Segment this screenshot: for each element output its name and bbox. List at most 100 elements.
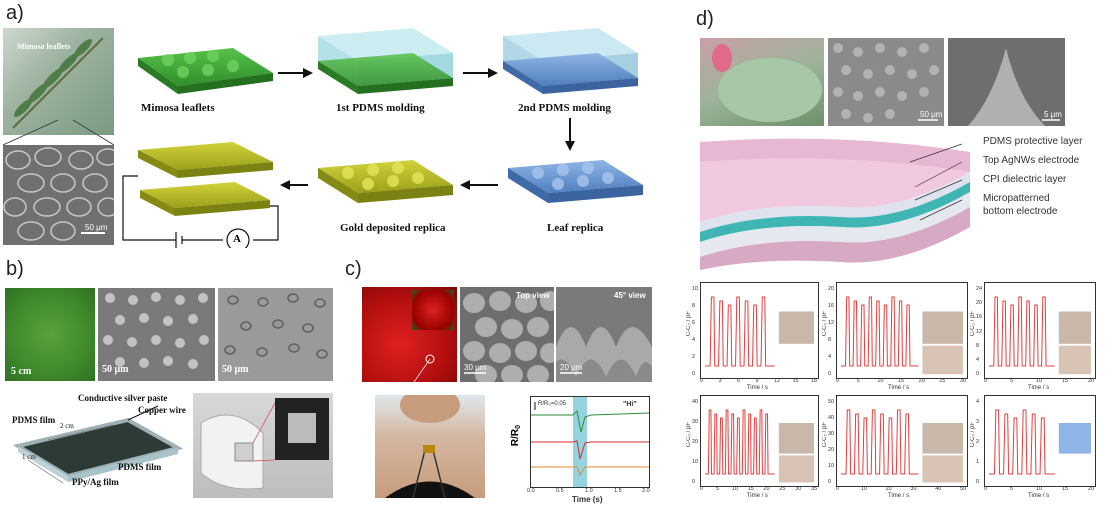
- cap-ytick: 12: [828, 320, 835, 326]
- rose-sem-top-view: Top view 30 μm: [460, 287, 554, 382]
- cap-xtick: 5: [715, 486, 719, 492]
- lotus-sem-image-1: 50 μm: [98, 288, 215, 381]
- capacitance-line-3: [989, 296, 1055, 367]
- voice-xlabel: Time (s): [572, 495, 603, 504]
- cap-xtick: 10: [1036, 486, 1043, 492]
- mimosa-leaf-graphic: [12, 37, 104, 129]
- cap-xtick: 0: [700, 486, 704, 492]
- capacitance-plot-1: [705, 296, 814, 367]
- rose-petal-photo: [362, 287, 457, 382]
- cap-xtick: 3: [718, 378, 722, 384]
- voice-xtick-2: 1.0: [585, 488, 593, 494]
- lotus-sem-scale-2: 50 μm: [222, 364, 249, 375]
- cap-xtick: 25: [779, 486, 786, 492]
- mimosa-zoom-lines: [3, 120, 114, 146]
- cap-xlabel-5: Time / s: [888, 493, 910, 499]
- lotus-sem-d-1: 50 μm: [828, 38, 944, 126]
- capacitance-plot-4: [705, 409, 814, 483]
- step-label-2nd-pdms: 2nd PDMS molding: [518, 102, 611, 114]
- cap-xtick: 15: [747, 486, 754, 492]
- cap-xtick: 40: [935, 486, 942, 492]
- cap-ytick: 0: [828, 479, 832, 485]
- voice-line-orange: [531, 466, 649, 477]
- slab-1st-pdms: [318, 28, 453, 94]
- cap-xtick: 30: [795, 486, 802, 492]
- cap-xlabel-2: Time / s: [888, 385, 910, 391]
- voice-line-green: [531, 409, 650, 433]
- throat-photo: [375, 395, 485, 498]
- cap-xtick: 12: [774, 378, 781, 384]
- cap-xlabel-6: Time / s: [1028, 493, 1050, 499]
- cap-ytick: 8: [692, 303, 696, 309]
- cap-ytick: 3: [976, 419, 980, 425]
- cap-ytick: 10: [828, 463, 835, 469]
- lotus-sem-image-2: 50 μm: [218, 288, 333, 381]
- cap-ytick: 1: [976, 459, 980, 465]
- cap-ytick: 8: [828, 337, 832, 343]
- process-arrows: [278, 68, 575, 190]
- top-view-label: Top view: [516, 291, 550, 300]
- voice-line-red: [531, 440, 649, 460]
- layer-label-agnws: Top AgNWs electrode: [983, 155, 1080, 166]
- cap-xtick: 20: [885, 486, 892, 492]
- step-label-leaf-replica: Leaf replica: [547, 222, 604, 234]
- slab-sensor: [138, 142, 273, 216]
- voice-ylabel: R/R0: [510, 425, 522, 447]
- cap-ytick: 40: [828, 415, 835, 421]
- cap-ytick: 40: [692, 399, 699, 405]
- step-label-1st-pdms: 1st PDMS molding: [336, 102, 425, 114]
- slab-2nd-pdms: [503, 28, 638, 94]
- cap-ytick: 0: [976, 479, 980, 485]
- label-ppy-ag-film: PPy/Ag film: [72, 477, 119, 487]
- cap-xtick: 20: [918, 378, 925, 384]
- cap-xtick: 15: [1062, 378, 1069, 384]
- label-pdms-film-2: PDMS film: [118, 462, 162, 472]
- capacitance-graph-2: [836, 282, 968, 379]
- slab-mimosa: [138, 48, 273, 94]
- cap-ytick: 20: [976, 300, 983, 307]
- cap-xlabel-1: Time / s: [746, 385, 768, 391]
- top-view-scale: 30 μm: [464, 363, 487, 372]
- layer-label-pdms: PDMS protective layer: [983, 136, 1083, 147]
- cap-xtick: 10: [877, 378, 884, 384]
- capacitance-plot-2: [841, 296, 963, 375]
- cap-xtick: 30: [960, 378, 967, 384]
- cap-xtick: 5: [1010, 486, 1014, 492]
- mask-photo: [193, 393, 333, 498]
- capacitance-line-6: [989, 409, 1055, 475]
- layer-label-bottom-electrode: bottom electrode: [983, 206, 1058, 217]
- cap-xtick: 20: [1088, 378, 1095, 384]
- step-label-mimosa: Mimosa leaflets: [141, 102, 215, 114]
- panel-label-c: c): [345, 258, 362, 280]
- sensor-schematic: [12, 405, 184, 484]
- cap-xtick: 25: [939, 378, 946, 384]
- inset-photo-4-b: [778, 455, 814, 483]
- cap-xtick: 50: [960, 486, 967, 492]
- cap-ytick: 30: [828, 431, 835, 437]
- cap-ytick: 16: [828, 303, 835, 309]
- slab-leaf-replica: [508, 160, 643, 203]
- inset-photo-1: [778, 311, 814, 344]
- panel-label-b: b): [6, 258, 24, 280]
- voice-response-graph: R/R₀=0.05 "Hi": [530, 396, 650, 488]
- cap-ytick: 0: [976, 371, 980, 377]
- mimosa-photo: Mimosa leaflets: [3, 28, 114, 135]
- capacitance-plot-3: [989, 296, 1091, 375]
- voice-xtick-4: 2.0: [642, 488, 650, 494]
- capacitance-graph-3: [984, 282, 1096, 379]
- cap-xtick: 10: [1036, 378, 1043, 384]
- label-copper-wire: Copper wire: [138, 405, 186, 415]
- inset-photo-3: [1058, 311, 1091, 344]
- lotus-flower-photo: [700, 38, 824, 126]
- cap-ytick: 16: [976, 314, 983, 321]
- cap-ytick: 0: [828, 371, 832, 377]
- cap-xtick: 5: [856, 378, 860, 384]
- cap-xtick: 0: [836, 378, 840, 384]
- cap-xtick: 15: [792, 378, 799, 384]
- cap-ytick: 20: [828, 286, 835, 292]
- inset-photo-3-b: [1058, 345, 1091, 375]
- voice-xtick-0: 0.0: [527, 488, 535, 494]
- cap-ytick: 0: [692, 479, 696, 485]
- inset-photo-2-b: [922, 345, 963, 375]
- panel-label-a: a): [6, 2, 24, 24]
